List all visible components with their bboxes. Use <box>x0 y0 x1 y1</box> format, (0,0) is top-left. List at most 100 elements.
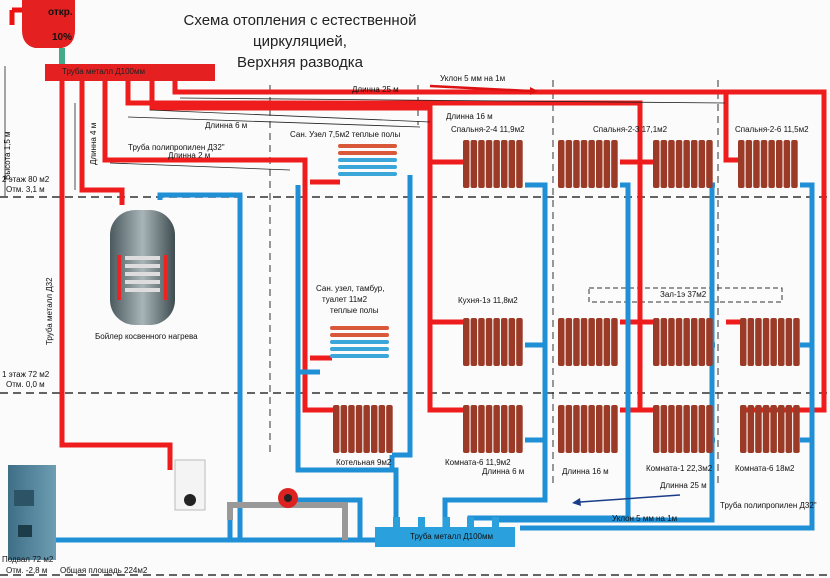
radiator-section <box>660 405 668 453</box>
radiator-section <box>501 140 508 188</box>
radiator <box>558 405 618 453</box>
length-25-top-label: Длинна 25 м <box>352 85 399 94</box>
radiator-section <box>501 405 508 453</box>
floor-lines <box>0 196 830 576</box>
radiator-section <box>691 405 698 453</box>
radiator-section <box>508 140 516 188</box>
radiator-section <box>683 318 690 366</box>
radiator <box>558 140 618 188</box>
title-line-3: Верхняя разводка <box>237 54 363 71</box>
radiator-section <box>355 405 363 453</box>
room-san-uzel-1-line2: туалет 11м2 <box>322 295 368 304</box>
radiator-section <box>785 405 793 453</box>
radiator-section <box>573 140 580 188</box>
radiator-section <box>755 405 762 453</box>
radiator-section <box>747 405 755 453</box>
radiator-section <box>668 140 675 188</box>
length-25-bottom-label: Длинна 25 м <box>660 481 707 490</box>
radiator <box>653 405 713 453</box>
radiator-section <box>778 405 785 453</box>
room-bedroom-2-6: Спальня-2-6 11,5м2 <box>735 125 809 134</box>
radiator-section <box>508 318 516 366</box>
radiator-section <box>340 405 348 453</box>
radiator-section <box>698 405 706 453</box>
indirect-boiler-label: Бойлер косвенного нагрева <box>95 332 198 341</box>
radiator-section <box>558 318 565 366</box>
radiator <box>740 405 800 453</box>
floor1-mark: Отм. 0,0 м <box>6 380 45 389</box>
radiator-section <box>603 140 611 188</box>
radiator-section <box>683 405 690 453</box>
radiator-section <box>660 140 668 188</box>
pp-pipe-bottom-label: Труба полипропилен Д32" <box>720 501 817 510</box>
radiator-section <box>675 140 683 188</box>
radiator-section <box>762 405 770 453</box>
slope-arrow-top <box>429 84 531 93</box>
hall-outline <box>588 287 783 303</box>
radiator-section <box>386 405 393 453</box>
radiator-section <box>603 405 611 453</box>
total-area-label: Общая площадь 224м2 <box>60 566 148 575</box>
radiator-section <box>588 318 595 366</box>
radiator-section <box>760 140 768 188</box>
radiator-section <box>470 405 478 453</box>
radiator-section <box>580 140 588 188</box>
radiator-section <box>740 405 747 453</box>
radiator-section <box>668 318 675 366</box>
pump-group <box>227 488 348 540</box>
radiator-section <box>573 405 580 453</box>
radiator-section <box>501 318 508 366</box>
floor-heating-coil <box>338 144 397 176</box>
radiator-section <box>565 405 573 453</box>
floor2-label: 2 этаж 80 м2 <box>2 175 50 184</box>
slope-top-label: Уклон 5 мм на 1м <box>440 74 506 83</box>
radiator-section <box>596 405 603 453</box>
diagram-title: Схема отопления с естественной циркуляци… <box>170 10 430 73</box>
radiator-section <box>762 318 770 366</box>
radiator-section <box>558 405 565 453</box>
radiator-section <box>793 318 800 366</box>
radiator-section <box>770 318 777 366</box>
radiator-section <box>596 140 603 188</box>
dimension-lines <box>4 66 726 196</box>
radiator-section <box>753 140 760 188</box>
radiator-section <box>580 405 588 453</box>
return-pipes <box>55 175 815 543</box>
radiator-section <box>747 318 755 366</box>
solid-fuel-boiler <box>8 465 56 560</box>
radiator-section <box>740 318 747 366</box>
floor-heating-coil <box>330 326 389 358</box>
room-bedroom-2-4: Спальня-2-4 11,9м2 <box>451 125 525 134</box>
radiator <box>333 405 393 453</box>
radiator-section <box>611 318 618 366</box>
room-6a: Комната-6 11,9м2 <box>445 458 511 467</box>
radiator-section <box>603 318 611 366</box>
radiator-section <box>463 140 470 188</box>
title-line-1: Схема отопления с естественной <box>183 12 417 29</box>
length-6-top-label: Длинна 6 м <box>205 121 248 130</box>
radiator-section <box>478 318 485 366</box>
radiator-section <box>653 318 660 366</box>
length-6-bottom-label: Длинна 6 м <box>482 467 525 476</box>
radiator-section <box>745 140 753 188</box>
room-1: Комната-1 22,3м2 <box>646 464 713 473</box>
gas-boiler <box>174 459 206 511</box>
radiator-section <box>565 318 573 366</box>
slope-bottom-label: Уклон 5 мм на 1м <box>612 514 678 523</box>
radiator-section <box>683 140 690 188</box>
radiator-section <box>611 140 618 188</box>
radiator-section <box>706 140 713 188</box>
radiator <box>738 140 798 188</box>
room-kitchen: Кухня-1э 11,8м2 <box>458 296 518 305</box>
basement-label: Подвал 72 м2 <box>2 555 54 564</box>
floor-heating-coils <box>330 144 397 358</box>
radiator-section <box>668 405 675 453</box>
top-header-label: Труба металл Д100мм <box>62 67 145 76</box>
expansion-tank <box>9 0 75 64</box>
radiator-section <box>588 405 595 453</box>
floor2-mark: Отм. 3,1 м <box>6 185 45 194</box>
radiator-section <box>363 405 370 453</box>
radiator-section <box>478 405 485 453</box>
radiator <box>463 405 523 453</box>
